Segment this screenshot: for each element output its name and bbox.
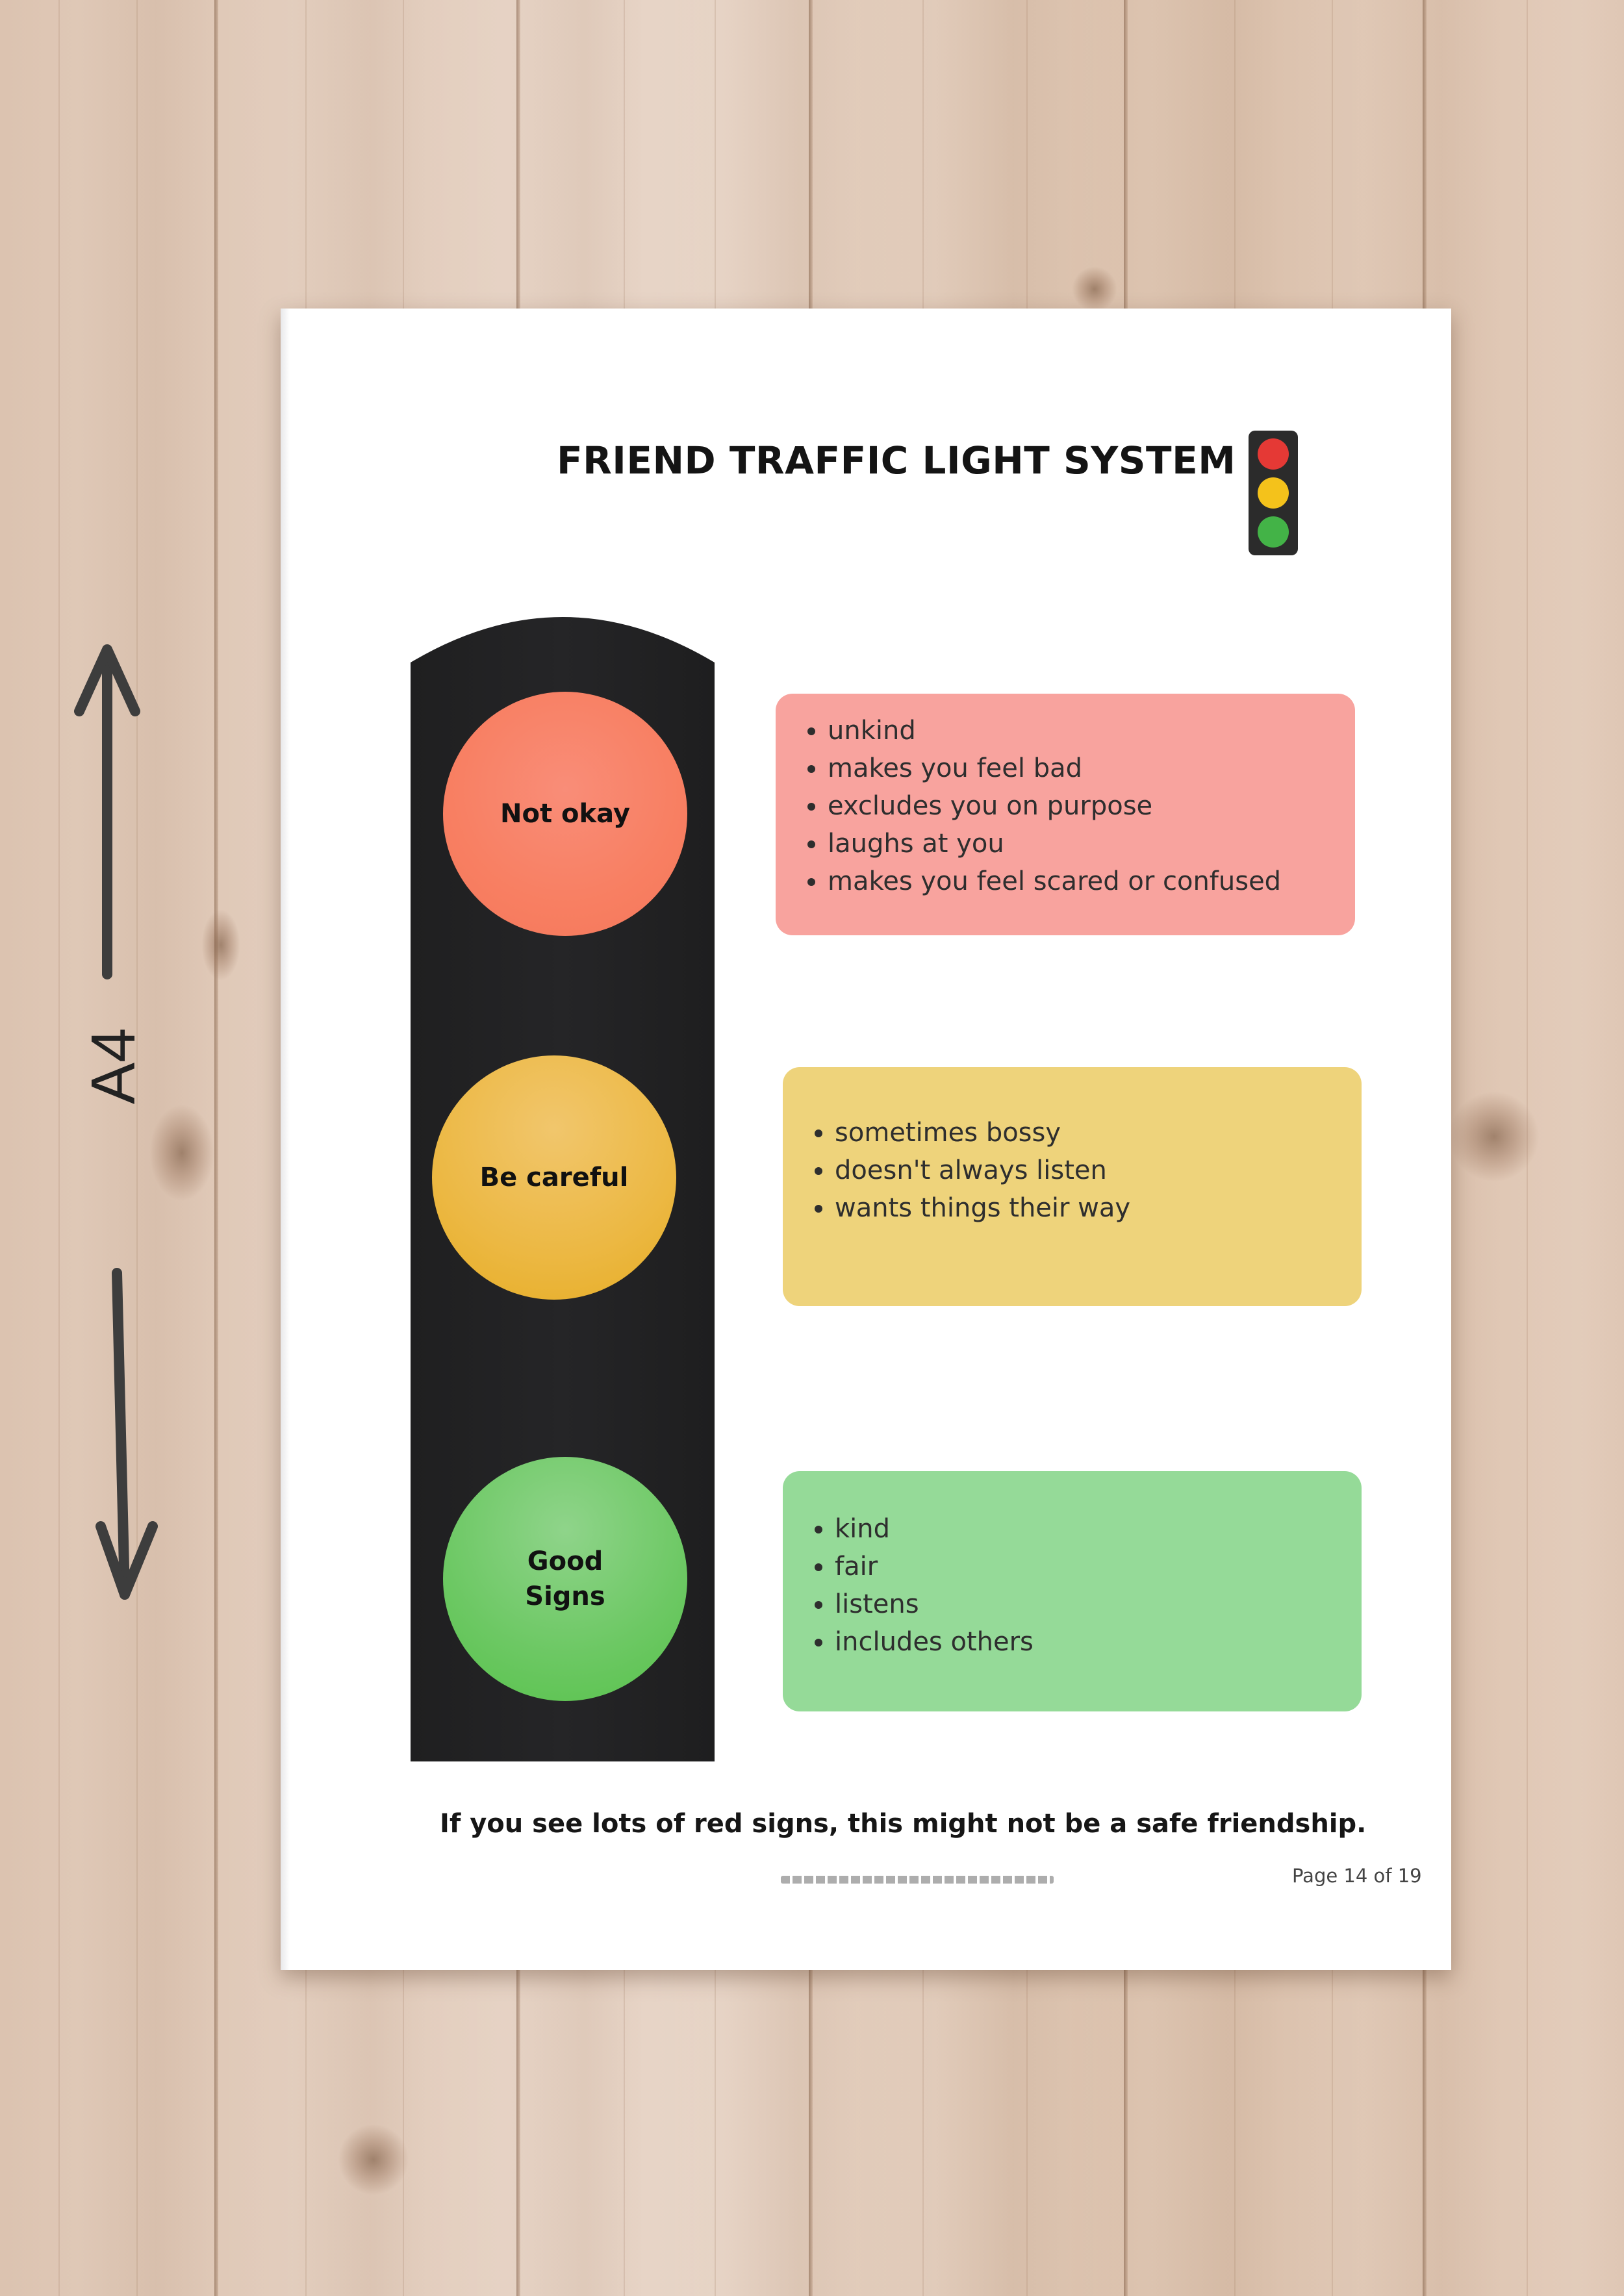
be-careful-box: sometimes bossy doesn't always listen wa… bbox=[783, 1067, 1362, 1306]
list-item: doesn't always listen bbox=[835, 1152, 1342, 1189]
list-item: sometimes bossy bbox=[835, 1114, 1342, 1152]
page-number: Page 14 of 19 bbox=[1292, 1865, 1422, 1887]
lamp-good-signs: Good Signs bbox=[443, 1457, 687, 1701]
lamp-be-careful: Be careful bbox=[432, 1055, 676, 1300]
traffic-light-icon bbox=[1249, 431, 1298, 555]
lamp-label-good-line2: Signs bbox=[525, 1582, 605, 1611]
list-item: fair bbox=[835, 1548, 1342, 1585]
list-item: wants things their way bbox=[835, 1189, 1342, 1227]
list-item: listens bbox=[835, 1585, 1342, 1623]
list-item: laughs at you bbox=[828, 825, 1336, 863]
arrow-down-icon bbox=[95, 1268, 158, 1600]
lamp-not-okay: Not okay bbox=[443, 692, 687, 936]
good-signs-list: kind fair listens includes others bbox=[802, 1510, 1342, 1661]
worksheet-page: FRIEND TRAFFIC LIGHT SYSTEM Not okay Be … bbox=[281, 309, 1451, 1970]
lamp-label-not-okay: Not okay bbox=[500, 799, 630, 829]
list-item: excludes you on purpose bbox=[828, 787, 1336, 825]
not-okay-list: unkind makes you feel bad excludes you o… bbox=[795, 712, 1336, 900]
safety-note: If you see lots of red signs, this might… bbox=[440, 1809, 1367, 1839]
list-item: kind bbox=[835, 1510, 1342, 1548]
list-item: makes you feel scared or confused bbox=[828, 863, 1336, 900]
lamp-label-good-line1: Good bbox=[527, 1546, 603, 1576]
lamp-label-good-signs: Good Signs bbox=[525, 1544, 605, 1614]
be-careful-list: sometimes bossy doesn't always listen wa… bbox=[802, 1114, 1342, 1227]
good-signs-box: kind fair listens includes others bbox=[783, 1471, 1362, 1711]
paper-edge bbox=[281, 309, 290, 1970]
a4-size-label: A4 bbox=[79, 1028, 148, 1104]
lamp-label-be-careful: Be careful bbox=[479, 1163, 629, 1192]
list-item: makes you feel bad bbox=[828, 750, 1336, 787]
list-item: includes others bbox=[835, 1623, 1342, 1661]
list-item: unkind bbox=[828, 712, 1336, 750]
not-okay-box: unkind makes you feel bad excludes you o… bbox=[776, 694, 1355, 935]
copyright-line bbox=[781, 1876, 1054, 1884]
arrow-up-icon bbox=[74, 644, 140, 979]
page-title: FRIEND TRAFFIC LIGHT SYSTEM bbox=[557, 438, 1236, 483]
